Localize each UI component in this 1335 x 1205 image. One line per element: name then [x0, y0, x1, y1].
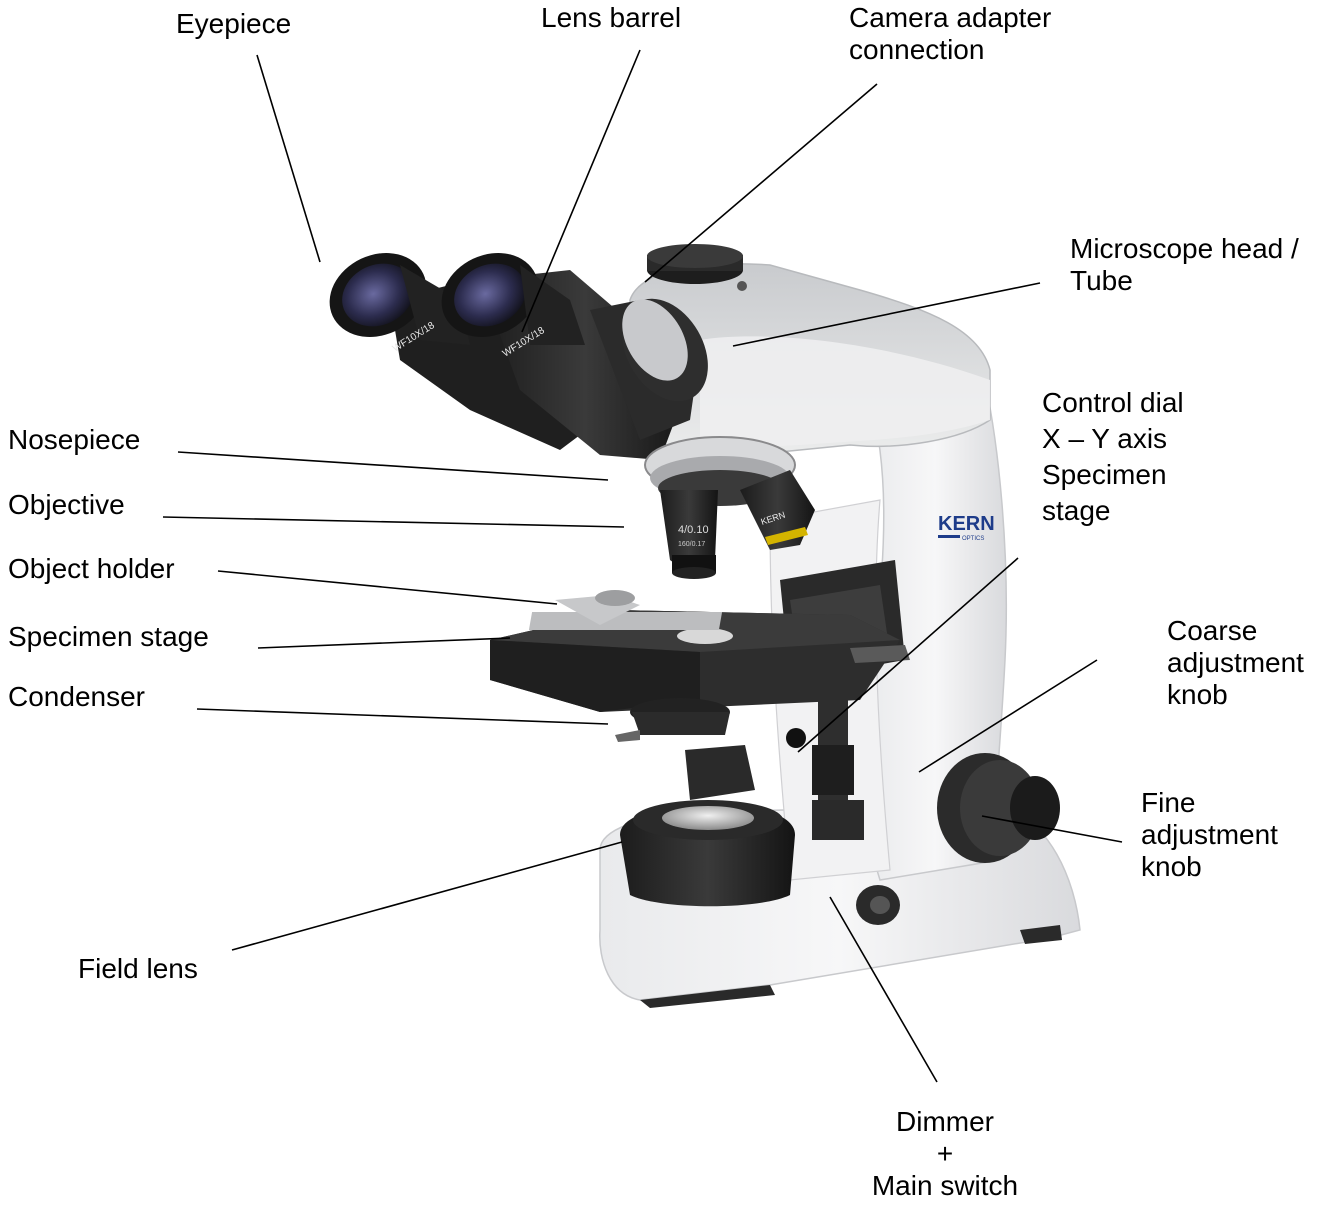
objective-marking: 4/0.10 — [678, 524, 709, 536]
label-fine-knob-line2: adjustment — [1141, 819, 1278, 851]
label-eyepiece-text: Eyepiece — [176, 8, 291, 40]
label-eyepiece: Eyepiece — [176, 8, 291, 40]
leader-specimen-stage — [258, 638, 510, 648]
label-lens-barrel: Lens barrel — [541, 2, 681, 34]
label-specimen-stage-text: Specimen stage — [8, 621, 209, 653]
label-coarse-knob-line3: knob — [1167, 679, 1304, 711]
label-object-holder: Object holder — [8, 553, 175, 585]
label-condenser: Condenser — [8, 681, 145, 713]
label-nosepiece: Nosepiece — [8, 424, 140, 456]
leader-camera-adapter — [645, 84, 877, 282]
label-field-lens: Field lens — [78, 953, 198, 985]
leader-object-holder — [218, 571, 557, 604]
label-specimen-stage: Specimen stage — [8, 621, 209, 653]
label-coarse-knob-line1: Coarse — [1167, 615, 1304, 647]
leader-objective — [163, 517, 624, 527]
label-coarse-knob: Coarse adjustment knob — [1167, 615, 1304, 711]
leader-condenser — [197, 709, 608, 724]
label-microscope-head: Microscope head / Tube — [1070, 233, 1299, 297]
label-camera-adapter-line2: connection — [849, 34, 1051, 66]
label-dimmer-line1: Dimmer — [835, 1106, 1055, 1138]
label-camera-adapter-line1: Camera adapter — [849, 2, 1051, 34]
label-fine-knob-line3: knob — [1141, 851, 1278, 883]
label-objective-text: Objective — [8, 489, 125, 521]
objective-marking-2: 160/0.17 — [678, 541, 705, 548]
brand-name: KERN — [938, 513, 995, 535]
label-objective: Objective — [8, 489, 125, 521]
label-fine-knob: Fine adjustment knob — [1141, 787, 1278, 883]
leader-field-lens — [232, 842, 622, 950]
label-control-dial-line1: Control dial — [1042, 385, 1184, 421]
label-control-dial-line2: X – Y axis — [1042, 421, 1184, 457]
label-fine-knob-line1: Fine — [1141, 787, 1278, 819]
brand-sub: OPTICS — [962, 536, 984, 542]
label-condenser-text: Condenser — [8, 681, 145, 713]
field-lens — [620, 800, 795, 906]
label-lens-barrel-text: Lens barrel — [541, 2, 681, 34]
leader-nosepiece — [178, 452, 608, 480]
label-control-dial-line4: stage — [1042, 493, 1184, 529]
dimmer-knob — [856, 885, 900, 925]
label-dimmer: Dimmer + Main switch — [835, 1106, 1055, 1202]
objective-front: 4/0.10 160/0.17 — [660, 490, 718, 579]
condenser — [615, 698, 755, 800]
label-coarse-knob-line2: adjustment — [1167, 647, 1304, 679]
label-object-holder-text: Object holder — [8, 553, 175, 585]
label-field-lens-text: Field lens — [78, 953, 198, 985]
label-dimmer-line3: Main switch — [835, 1170, 1055, 1202]
label-dimmer-line2: + — [835, 1138, 1055, 1170]
leader-eyepiece — [257, 55, 320, 262]
label-control-dial: Control dial X – Y axis Specimen stage — [1042, 385, 1184, 529]
label-control-dial-line3: Specimen — [1042, 457, 1184, 493]
label-camera-adapter: Camera adapter connection — [849, 2, 1051, 66]
label-microscope-head-line1: Microscope head / — [1070, 233, 1299, 265]
label-nosepiece-text: Nosepiece — [8, 424, 140, 456]
label-microscope-head-line2: Tube — [1070, 265, 1299, 297]
